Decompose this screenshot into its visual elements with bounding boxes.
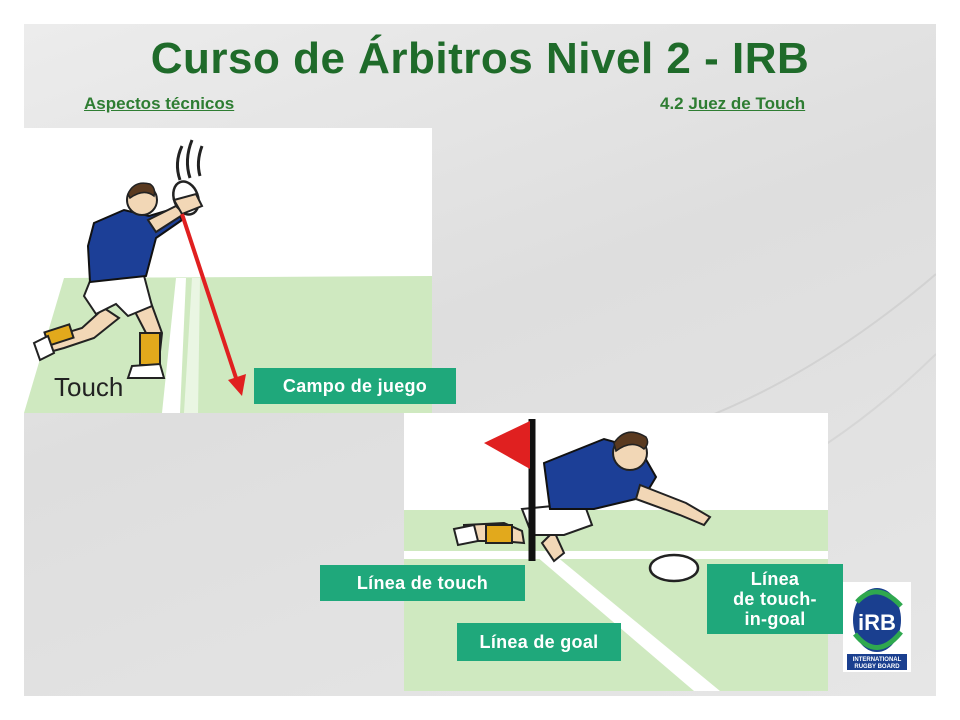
section-number: 4.2: [660, 94, 684, 113]
goal-line-stripe: [536, 556, 720, 691]
logo-letters: iRB: [858, 610, 896, 635]
label-campo-de-juego: Campo de juego: [254, 368, 456, 404]
touch-illustration: Touch: [24, 128, 432, 413]
logo-line-2: RUGBY BOARD: [854, 664, 900, 670]
label-tig-line-3: in-goal: [744, 609, 806, 629]
irb-logo: iRB INTERNATIONAL RUGBY BOARD: [843, 582, 911, 672]
motion-line: [196, 145, 204, 177]
diving-player-figure: [452, 431, 712, 563]
juez-de-touch-link[interactable]: Juez de Touch: [688, 94, 806, 113]
corner-flag-icon: [484, 421, 530, 469]
aspectos-tecnicos-text: Aspectos técnicos: [84, 94, 235, 113]
arrow-line: [180, 213, 240, 385]
rugby-player-figure: [32, 182, 204, 379]
field-stripe: [184, 278, 200, 413]
logo-line-1: INTERNATIONAL: [853, 657, 902, 663]
label-tig-line-1: Línea: [750, 569, 800, 589]
irb-logo-icon: iRB INTERNATIONAL RUGBY BOARD: [843, 582, 911, 672]
label-linea-de-touch-in-goal: Línea de touch- in-goal: [707, 564, 843, 634]
page-title: Curso de Árbitros Nivel 2 - IRB: [150, 34, 810, 83]
arrow-head-icon: [228, 374, 246, 396]
rugby-ball-icon: [648, 553, 700, 583]
motion-line: [175, 145, 184, 181]
section-title: 4.2 Juez de Touch: [660, 94, 805, 114]
label-linea-de-touch: Línea de touch: [320, 565, 525, 601]
touch-line-stripe: [162, 278, 186, 413]
touch-in-goal-line-stripe: [404, 551, 828, 559]
label-linea-de-goal: Línea de goal: [457, 623, 621, 661]
touch-text: Touch: [54, 372, 123, 402]
motion-line: [185, 139, 194, 179]
aspectos-tecnicos-link[interactable]: Aspectos técnicos: [84, 94, 234, 114]
label-tig-line-2: de touch-: [733, 589, 817, 609]
